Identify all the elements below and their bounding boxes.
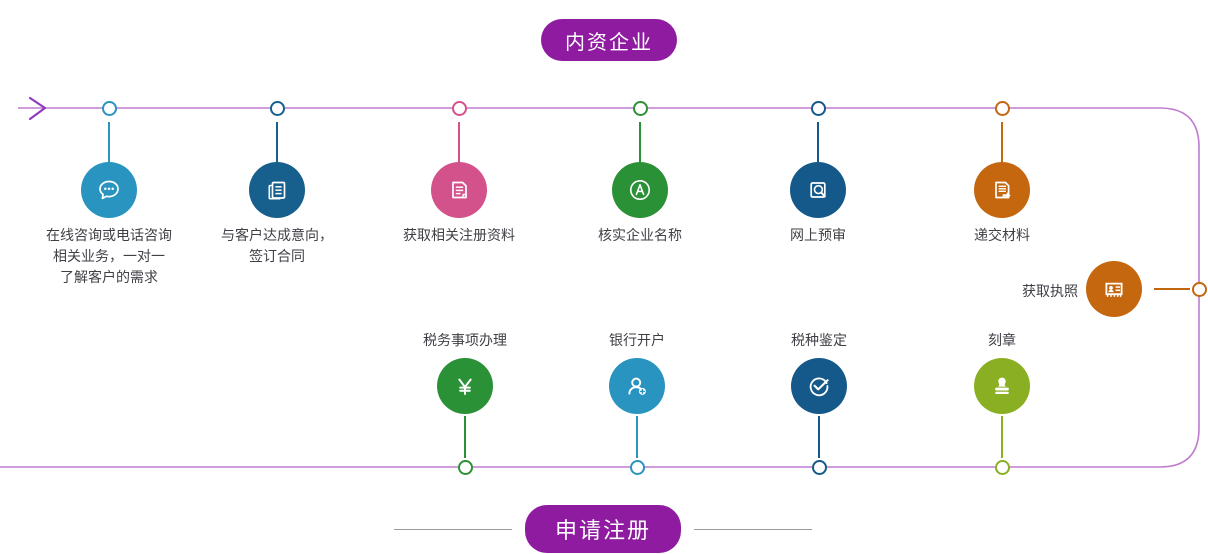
stem-seal <box>1001 416 1003 458</box>
documents-icon[interactable] <box>249 162 305 218</box>
node-marker-bank-account[interactable] <box>629 459 645 475</box>
node-marker-tax-type[interactable] <box>811 459 827 475</box>
node-marker-tax-affairs[interactable] <box>457 459 473 475</box>
node-marker-submit[interactable] <box>994 100 1010 116</box>
step-label-tax-affairs: 税务事项办理 <box>423 332 507 348</box>
stem-tax-type <box>818 416 820 458</box>
step-label-license: 获取执照 <box>1022 283 1078 299</box>
stem-bank-account <box>636 416 638 458</box>
circled-a-icon[interactable] <box>612 162 668 218</box>
node-marker-consult[interactable] <box>101 100 117 116</box>
document-submit-icon[interactable] <box>974 162 1030 218</box>
step-label-materials: 获取相关注册资料 <box>403 227 515 243</box>
stamp-icon[interactable] <box>974 358 1030 414</box>
node-marker-online-review[interactable] <box>810 100 826 116</box>
step-label-online-review: 网上预审 <box>790 227 846 243</box>
license-card-icon[interactable] <box>1086 261 1142 317</box>
node-marker-contract[interactable] <box>269 100 285 116</box>
node-marker-seal[interactable] <box>994 459 1010 475</box>
stem-contract <box>276 122 278 162</box>
stem-tax-affairs <box>464 416 466 458</box>
note-page-icon[interactable] <box>431 162 487 218</box>
node-marker-license[interactable] <box>1191 281 1207 297</box>
document-search-icon[interactable] <box>790 162 846 218</box>
footer-rule-left <box>394 529 512 530</box>
yuan-currency-icon[interactable] <box>437 358 493 414</box>
step-label-tax-type: 税种鉴定 <box>791 332 847 348</box>
step-label-verify-name: 核实企业名称 <box>598 227 682 243</box>
step-label-bank-account: 银行开户 <box>609 332 665 348</box>
footer-rule-right <box>694 529 812 530</box>
start-arrow-icon <box>28 96 47 121</box>
step-label-submit: 递交材料 <box>974 227 1030 243</box>
step-label-seal: 刻章 <box>988 332 1016 348</box>
chat-bubble-icon[interactable] <box>81 162 137 218</box>
stem-online-review <box>817 122 819 162</box>
license-connector <box>1154 288 1190 290</box>
stem-consult <box>108 122 110 162</box>
node-marker-verify-name[interactable] <box>632 100 648 116</box>
stem-submit <box>1001 122 1003 162</box>
step-label-consult: 在线咨询或电话咨询 相关业务，一对一 了解客户的需求 <box>46 227 172 285</box>
stem-verify-name <box>639 122 641 162</box>
node-marker-materials[interactable] <box>451 100 467 116</box>
footer-badge[interactable]: 申请注册 <box>525 505 681 553</box>
add-person-icon[interactable] <box>609 358 665 414</box>
title-badge[interactable]: 内资企业 <box>541 19 677 61</box>
stem-materials <box>458 122 460 162</box>
step-label-contract: 与客户达成意向， 签订合同 <box>221 227 333 264</box>
check-circle-icon[interactable] <box>791 358 847 414</box>
